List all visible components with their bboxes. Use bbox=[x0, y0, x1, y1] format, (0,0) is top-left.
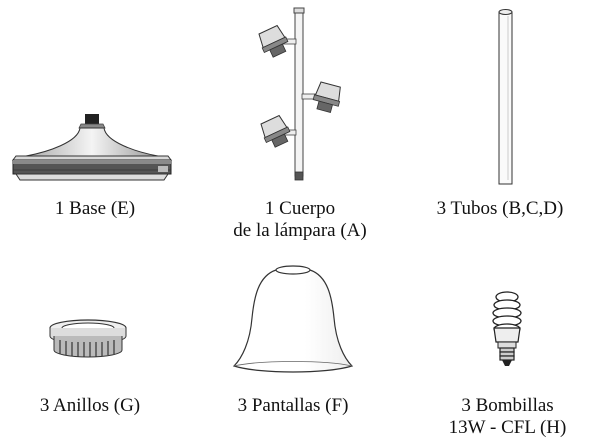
rings-caption: 3 Anillos (G) bbox=[15, 395, 165, 417]
caption-line: 13W - CFL (H) bbox=[448, 417, 567, 438]
caption-line: de la lámpara (A) bbox=[233, 220, 367, 241]
lamp-shade-icon bbox=[230, 258, 356, 378]
caption-line: 1 Base (E) bbox=[54, 198, 136, 219]
body-caption: 1 Cuerpo de la lámpara (A) bbox=[205, 198, 395, 242]
caption-line: 1 Cuerpo bbox=[264, 198, 336, 219]
tubes-caption: 3 Tubos (B,C,D) bbox=[415, 198, 585, 220]
caption-line: 3 Bombillas bbox=[461, 395, 554, 416]
caption-line: 3 Anillos (G) bbox=[39, 395, 141, 416]
lamp-body-icon bbox=[245, 6, 357, 186]
lamp-base-icon bbox=[8, 108, 183, 188]
caption-line: 3 Pantallas (F) bbox=[237, 395, 349, 416]
base-caption: 1 Base (E) bbox=[20, 198, 170, 220]
cfl-bulb-icon bbox=[482, 288, 532, 388]
tube-icon bbox=[496, 8, 516, 188]
shades-caption: 3 Pantallas (F) bbox=[218, 395, 368, 417]
ring-icon bbox=[38, 318, 138, 368]
bulbs-caption: 3 Bombillas 13W - CFL (H) bbox=[430, 395, 585, 439]
caption-line: 3 Tubos (B,C,D) bbox=[436, 198, 564, 219]
